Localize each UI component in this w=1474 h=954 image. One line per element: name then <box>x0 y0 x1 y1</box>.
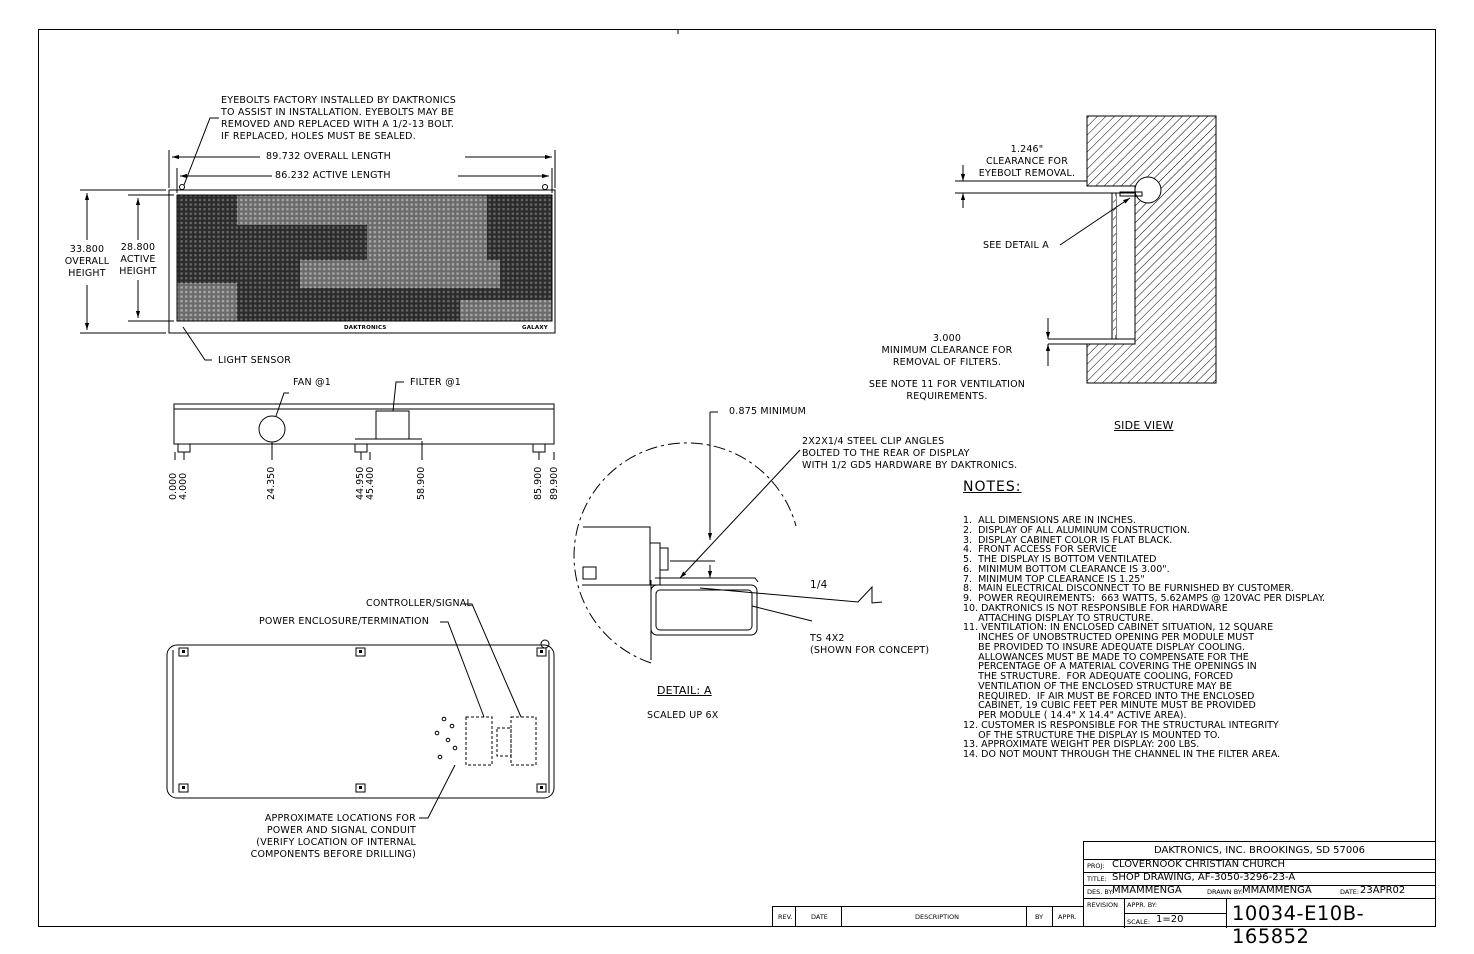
notes-list: 1. ALL DIMENSIONS ARE IN INCHES. 2. DISP… <box>963 515 1325 760</box>
light-sensor-label: LIGHT SENSOR <box>218 355 292 366</box>
see-note-11-line-2: REQUIREMENTS. <box>906 391 988 402</box>
detail-a-title: DETAIL: A <box>657 684 712 697</box>
dim-24: 24.350 <box>266 466 277 500</box>
appr-column-header: APPR. <box>1058 913 1077 921</box>
detail-a-scale: SCALED UP 6X <box>647 710 719 721</box>
date-label: DATE: <box>1340 888 1360 896</box>
designed-by-label: DES. BY: <box>1087 888 1114 896</box>
fan-label: FAN @1 <box>293 377 331 388</box>
conduit-note-4: COMPONENTS BEFORE DRILLING) <box>250 849 416 860</box>
revision-label: REVISION <box>1087 901 1119 909</box>
drawn-by-label: DRAWN BY: <box>1207 888 1244 896</box>
scale-label: SCALE: <box>1127 918 1151 926</box>
revision-table: REV. DATE DESCRIPTION BY APPR. <box>772 906 1083 927</box>
bottom-clearance-label-2: REMOVAL OF FILTERS. <box>892 357 1002 368</box>
drawing-date: 23APR02 <box>1360 885 1406 896</box>
eyebolt-note-line-1: EYEBOLTS FACTORY INSTALLED BY DAKTRONICS <box>221 95 456 106</box>
tube-note-1: TS 4X2 <box>810 633 845 644</box>
rev-column-header: REV. <box>778 913 793 921</box>
drawn-by: MMAMMENGA <box>1242 885 1312 896</box>
tube-note-2: (SHOWN FOR CONCEPT) <box>810 645 930 656</box>
active-height-label-2: HEIGHT <box>119 266 157 277</box>
active-height-value: 28.800 <box>120 242 156 253</box>
see-note-11-line-1: SEE NOTE 11 FOR VENTILATION <box>868 379 1026 390</box>
drawing-border <box>38 29 1436 927</box>
dim-45: 45.400 <box>365 466 376 500</box>
approved-by-label: APPR. BY: <box>1127 901 1158 909</box>
title-label: TITLE: <box>1087 875 1107 883</box>
drawing-title: SHOP DRAWING, AF-3050-3296-23-A <box>1112 872 1296 883</box>
side-view-title: SIDE VIEW <box>1114 419 1174 432</box>
filter-label: FILTER @1 <box>410 377 462 388</box>
brand-logo-galaxy: GALAXY <box>522 325 548 331</box>
dim-4: 4.000 <box>178 472 189 500</box>
eyebolt-note-line-3: REMOVED AND REPLACED WITH A 1/2-13 BOLT. <box>221 119 455 130</box>
clip-angle-note-3: WITH 1/2 GD5 HARDWARE BY DAKTRONICS. <box>802 460 1018 471</box>
dim-89: 89.900 <box>549 466 560 500</box>
brand-logo-daktronics: DAKTRONICS <box>344 325 387 331</box>
min-clearance-label: 0.875 MINIMUM <box>729 406 807 417</box>
conduit-note-1: APPROXIMATE LOCATIONS FOR <box>264 813 416 824</box>
designed-by: MMAMMENGA <box>1112 885 1182 896</box>
overall-height-value: 33.800 <box>69 244 105 255</box>
controller-signal-label: CONTROLLER/SIGNAL <box>366 598 472 609</box>
front-elevation <box>80 117 556 361</box>
eyebolt-clearance-label-1: CLEARANCE FOR <box>985 156 1069 167</box>
dim-85: 85.900 <box>533 466 544 500</box>
bottom-clearance-label-1: MINIMUM CLEARANCE FOR <box>881 345 1013 356</box>
detail-a <box>573 411 883 664</box>
drawing-scale: 1=20 <box>1156 914 1184 925</box>
see-detail-a-label: SEE DETAIL A <box>983 240 1049 251</box>
by-column-header: BY <box>1035 913 1044 921</box>
project-name: CLOVERNOOK CHRISTIAN CHURCH <box>1112 859 1286 870</box>
rear-view <box>166 603 555 819</box>
bottom-view <box>173 381 555 460</box>
eyebolt-clearance-label-2: EYEBOLT REMOVAL. <box>978 168 1076 179</box>
eyebolt-clearance-value: 1.246" <box>1010 144 1044 155</box>
notes-title: NOTES: <box>963 479 1022 495</box>
clip-angle-note-2: BOLTED TO THE REAR OF DISPLAY <box>802 448 970 459</box>
bottom-clearance-value: 3.000 <box>932 333 962 344</box>
date-column-header: DATE <box>811 913 828 921</box>
eyebolt-note-line-4: IF REPLACED, HOLES MUST BE SEALED. <box>221 131 416 142</box>
dim-58: 58.900 <box>416 466 427 500</box>
description-column-header: DESCRIPTION <box>915 913 959 921</box>
overall-length-dim: 89.732 OVERALL LENGTH <box>266 151 391 162</box>
proj-label: PROJ: <box>1087 862 1105 870</box>
power-enclosure-label: POWER ENCLOSURE/TERMINATION <box>259 616 430 627</box>
conduit-note-3: (VERIFY LOCATION OF INTERNAL <box>256 837 416 848</box>
title-block: DAKTRONICS, INC. BROOKINGS, SD 57006 PRO… <box>1083 841 1436 948</box>
weld-symbol-label: 1/4 <box>810 579 828 591</box>
overall-height-label-2: HEIGHT <box>68 268 106 279</box>
active-length-dim: 86.232 ACTIVE LENGTH <box>275 170 391 181</box>
active-height-label: ACTIVE <box>120 254 156 265</box>
conduit-note-2: POWER AND SIGNAL CONDUIT <box>266 825 416 836</box>
clip-angle-note-1: 2X2X1/4 STEEL CLIP ANGLES <box>802 436 945 447</box>
eyebolt-note-line-2: TO ASSIST IN INSTALLATION. EYEBOLTS MAY … <box>221 107 454 118</box>
overall-height-label: OVERALL <box>64 256 110 267</box>
side-view <box>955 115 1217 384</box>
drawing-number: 10034-E10B-165852 <box>1232 902 1365 948</box>
company-name: DAKTRONICS, INC. BROOKINGS, SD 57006 <box>1154 845 1365 856</box>
